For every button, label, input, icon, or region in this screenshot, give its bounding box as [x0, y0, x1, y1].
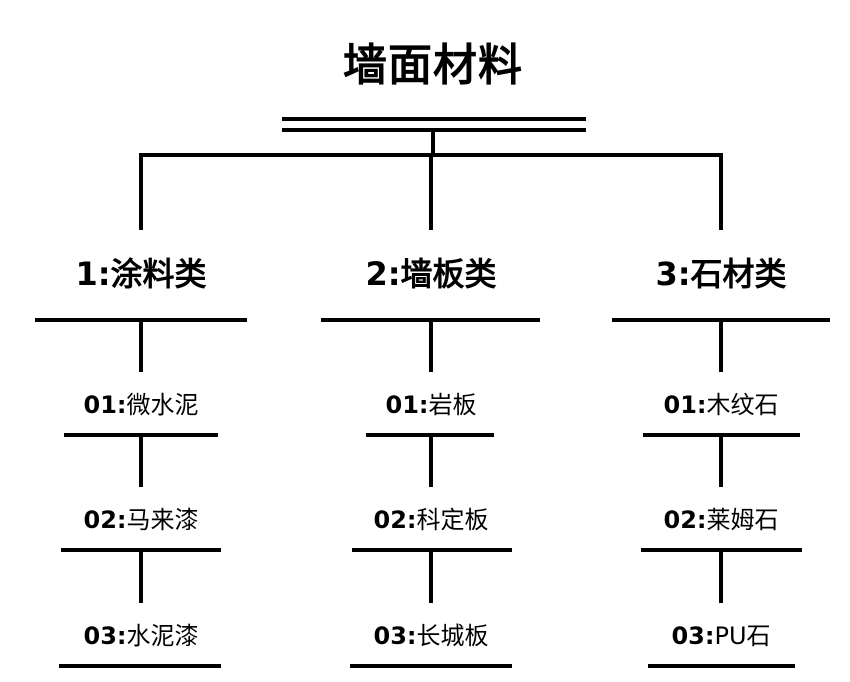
material-item: 01:岩板 — [386, 393, 477, 417]
material-item: 02:马来漆 — [84, 508, 199, 532]
item-name: 长城板 — [416, 622, 489, 650]
item-name: 岩板 — [428, 391, 477, 419]
material-item: 03:长城板 — [374, 624, 489, 648]
item-code: 02: — [663, 506, 707, 534]
item-name: PU石 — [714, 622, 771, 650]
item-code: 01: — [663, 391, 707, 419]
item-code: 03: — [373, 622, 417, 650]
item-code: 03: — [671, 622, 715, 650]
item-code: 01: — [83, 391, 127, 419]
material-item: 02:莱姆石 — [664, 508, 779, 532]
category-label-stone: 3:石材类 — [655, 255, 787, 293]
item-name: 莱姆石 — [706, 506, 779, 534]
item-code: 02: — [83, 506, 127, 534]
item-code: 03: — [83, 622, 127, 650]
item-code: 01: — [385, 391, 429, 419]
material-item: 02:科定板 — [374, 508, 489, 532]
material-item: 01:微水泥 — [84, 393, 199, 417]
item-code: 02: — [373, 506, 417, 534]
category-label-coatings: 1:涂料类 — [75, 255, 207, 293]
item-name: 木纹石 — [706, 391, 779, 419]
material-item: 03:水泥漆 — [84, 624, 199, 648]
material-item: 01:木纹石 — [664, 393, 779, 417]
diagram-title: 墙面材料 — [343, 40, 523, 91]
item-name: 马来漆 — [126, 506, 199, 534]
item-name: 科定板 — [416, 506, 489, 534]
category-label-wall-panels: 2:墙板类 — [365, 255, 497, 293]
item-name: 微水泥 — [126, 391, 199, 419]
material-item: 03:PU石 — [671, 624, 770, 648]
item-name: 水泥漆 — [126, 622, 199, 650]
